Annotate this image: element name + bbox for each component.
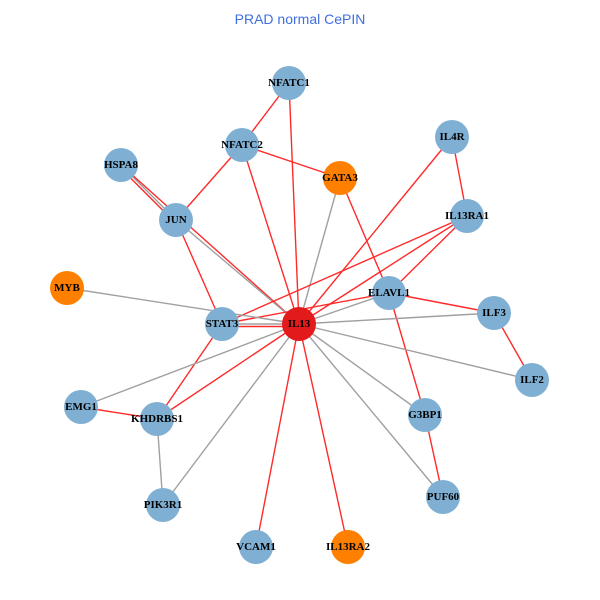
node-vcam1[interactable]: VCAM1 xyxy=(236,530,276,564)
edge-il13ra1-elavl1 xyxy=(388,215,468,294)
node-label: PUF60 xyxy=(427,491,460,503)
node-il4r[interactable]: IL4R xyxy=(435,120,469,154)
edge-jun-il13 xyxy=(175,219,300,325)
node-label: IL4R xyxy=(439,131,465,143)
node-il13[interactable]: IL13 xyxy=(282,307,316,341)
node-circle xyxy=(450,199,484,233)
node-elavl1[interactable]: ELAVL1 xyxy=(368,276,410,310)
node-hspa8[interactable]: HSPA8 xyxy=(104,148,139,182)
edge-khdrbs1-il13 xyxy=(156,323,300,420)
node-circle xyxy=(515,363,549,397)
edge-nfatc2-il13 xyxy=(241,144,300,325)
node-label: ILF2 xyxy=(520,374,544,386)
node-label: VCAM1 xyxy=(236,541,276,553)
node-label: JUN xyxy=(165,214,186,226)
node-label: EMG1 xyxy=(65,401,97,413)
node-pik3r1[interactable]: PIK3R1 xyxy=(144,488,183,522)
node-circle xyxy=(372,276,406,310)
edge-jun-stat3 xyxy=(175,219,223,325)
node-label: KHDRBS1 xyxy=(131,413,183,425)
node-circle xyxy=(331,530,365,564)
node-circle xyxy=(225,128,259,162)
node-circle xyxy=(239,530,273,564)
node-ilf2[interactable]: ILF2 xyxy=(515,363,549,397)
node-circle xyxy=(323,161,357,195)
node-myb[interactable]: MYB xyxy=(50,271,84,305)
edge-ilf3-il13 xyxy=(298,312,495,325)
edge-elavl1-g3bp1 xyxy=(388,292,426,416)
node-circle xyxy=(159,203,193,237)
node-circle xyxy=(205,307,239,341)
node-stat3[interactable]: STAT3 xyxy=(205,307,239,341)
node-label: STAT3 xyxy=(206,318,239,330)
node-label: MYB xyxy=(54,282,80,294)
edge-il13ra1-il13 xyxy=(298,215,468,325)
node-label: ILF3 xyxy=(482,307,506,319)
edge-nfatc1-il13 xyxy=(288,82,300,325)
edge-nfatc2-gata3 xyxy=(241,144,341,179)
node-ilf3[interactable]: ILF3 xyxy=(477,296,511,330)
edge-myb-il13 xyxy=(66,287,300,325)
node-gata3[interactable]: GATA3 xyxy=(322,161,358,195)
node-label: IL13RA2 xyxy=(326,541,371,553)
node-label: NFATC1 xyxy=(268,77,310,89)
chart-title: PRAD normal CePIN xyxy=(234,11,366,27)
node-circle xyxy=(426,480,460,514)
node-label: GATA3 xyxy=(322,172,358,184)
node-circle xyxy=(104,148,138,182)
node-label: PIK3R1 xyxy=(144,499,183,511)
node-g3bp1[interactable]: G3BP1 xyxy=(408,398,442,432)
edge-ilf2-il13 xyxy=(298,323,533,381)
node-nfatc2[interactable]: NFATC2 xyxy=(221,128,263,162)
node-jun[interactable]: JUN xyxy=(159,203,193,237)
edge-g3bp1-il13 xyxy=(298,323,426,416)
node-circle xyxy=(140,402,174,436)
edge-pik3r1-il13 xyxy=(162,323,300,506)
node-label: IL13 xyxy=(288,318,311,330)
edge-il13ra1-stat3 xyxy=(221,215,468,325)
edge-vcam1-il13 xyxy=(255,323,300,548)
node-khdrbs1[interactable]: KHDRBS1 xyxy=(131,402,183,436)
node-emg1[interactable]: EMG1 xyxy=(64,390,98,424)
node-il13ra2[interactable]: IL13RA2 xyxy=(326,530,371,564)
node-label: NFATC2 xyxy=(221,139,263,151)
node-circle xyxy=(435,120,469,154)
edge-stat3-khdrbs1 xyxy=(156,323,223,420)
node-circle xyxy=(477,296,511,330)
edge-elavl1-ilf3 xyxy=(388,292,495,314)
edge-hspa8-il13 xyxy=(120,164,300,325)
edge-emg1-il13 xyxy=(80,323,300,408)
node-circle xyxy=(146,488,180,522)
edge-puf60-il13 xyxy=(298,323,444,498)
edge-gata3-elavl1 xyxy=(339,177,390,294)
node-circle xyxy=(282,307,316,341)
edge-il13ra2-il13 xyxy=(298,323,349,548)
node-label: HSPA8 xyxy=(104,159,139,171)
node-nfatc1[interactable]: NFATC1 xyxy=(268,66,310,100)
node-circle xyxy=(272,66,306,100)
node-il13ra1[interactable]: IL13RA1 xyxy=(445,199,489,233)
node-circle xyxy=(408,398,442,432)
edge-gata3-il13 xyxy=(298,177,341,325)
node-label: ELAVL1 xyxy=(368,287,410,299)
node-label: IL13RA1 xyxy=(445,210,489,222)
node-circle xyxy=(50,271,84,305)
node-label: G3BP1 xyxy=(408,409,442,421)
edge-il4r-il13 xyxy=(298,136,453,325)
node-circle xyxy=(64,390,98,424)
node-puf60[interactable]: PUF60 xyxy=(426,480,460,514)
